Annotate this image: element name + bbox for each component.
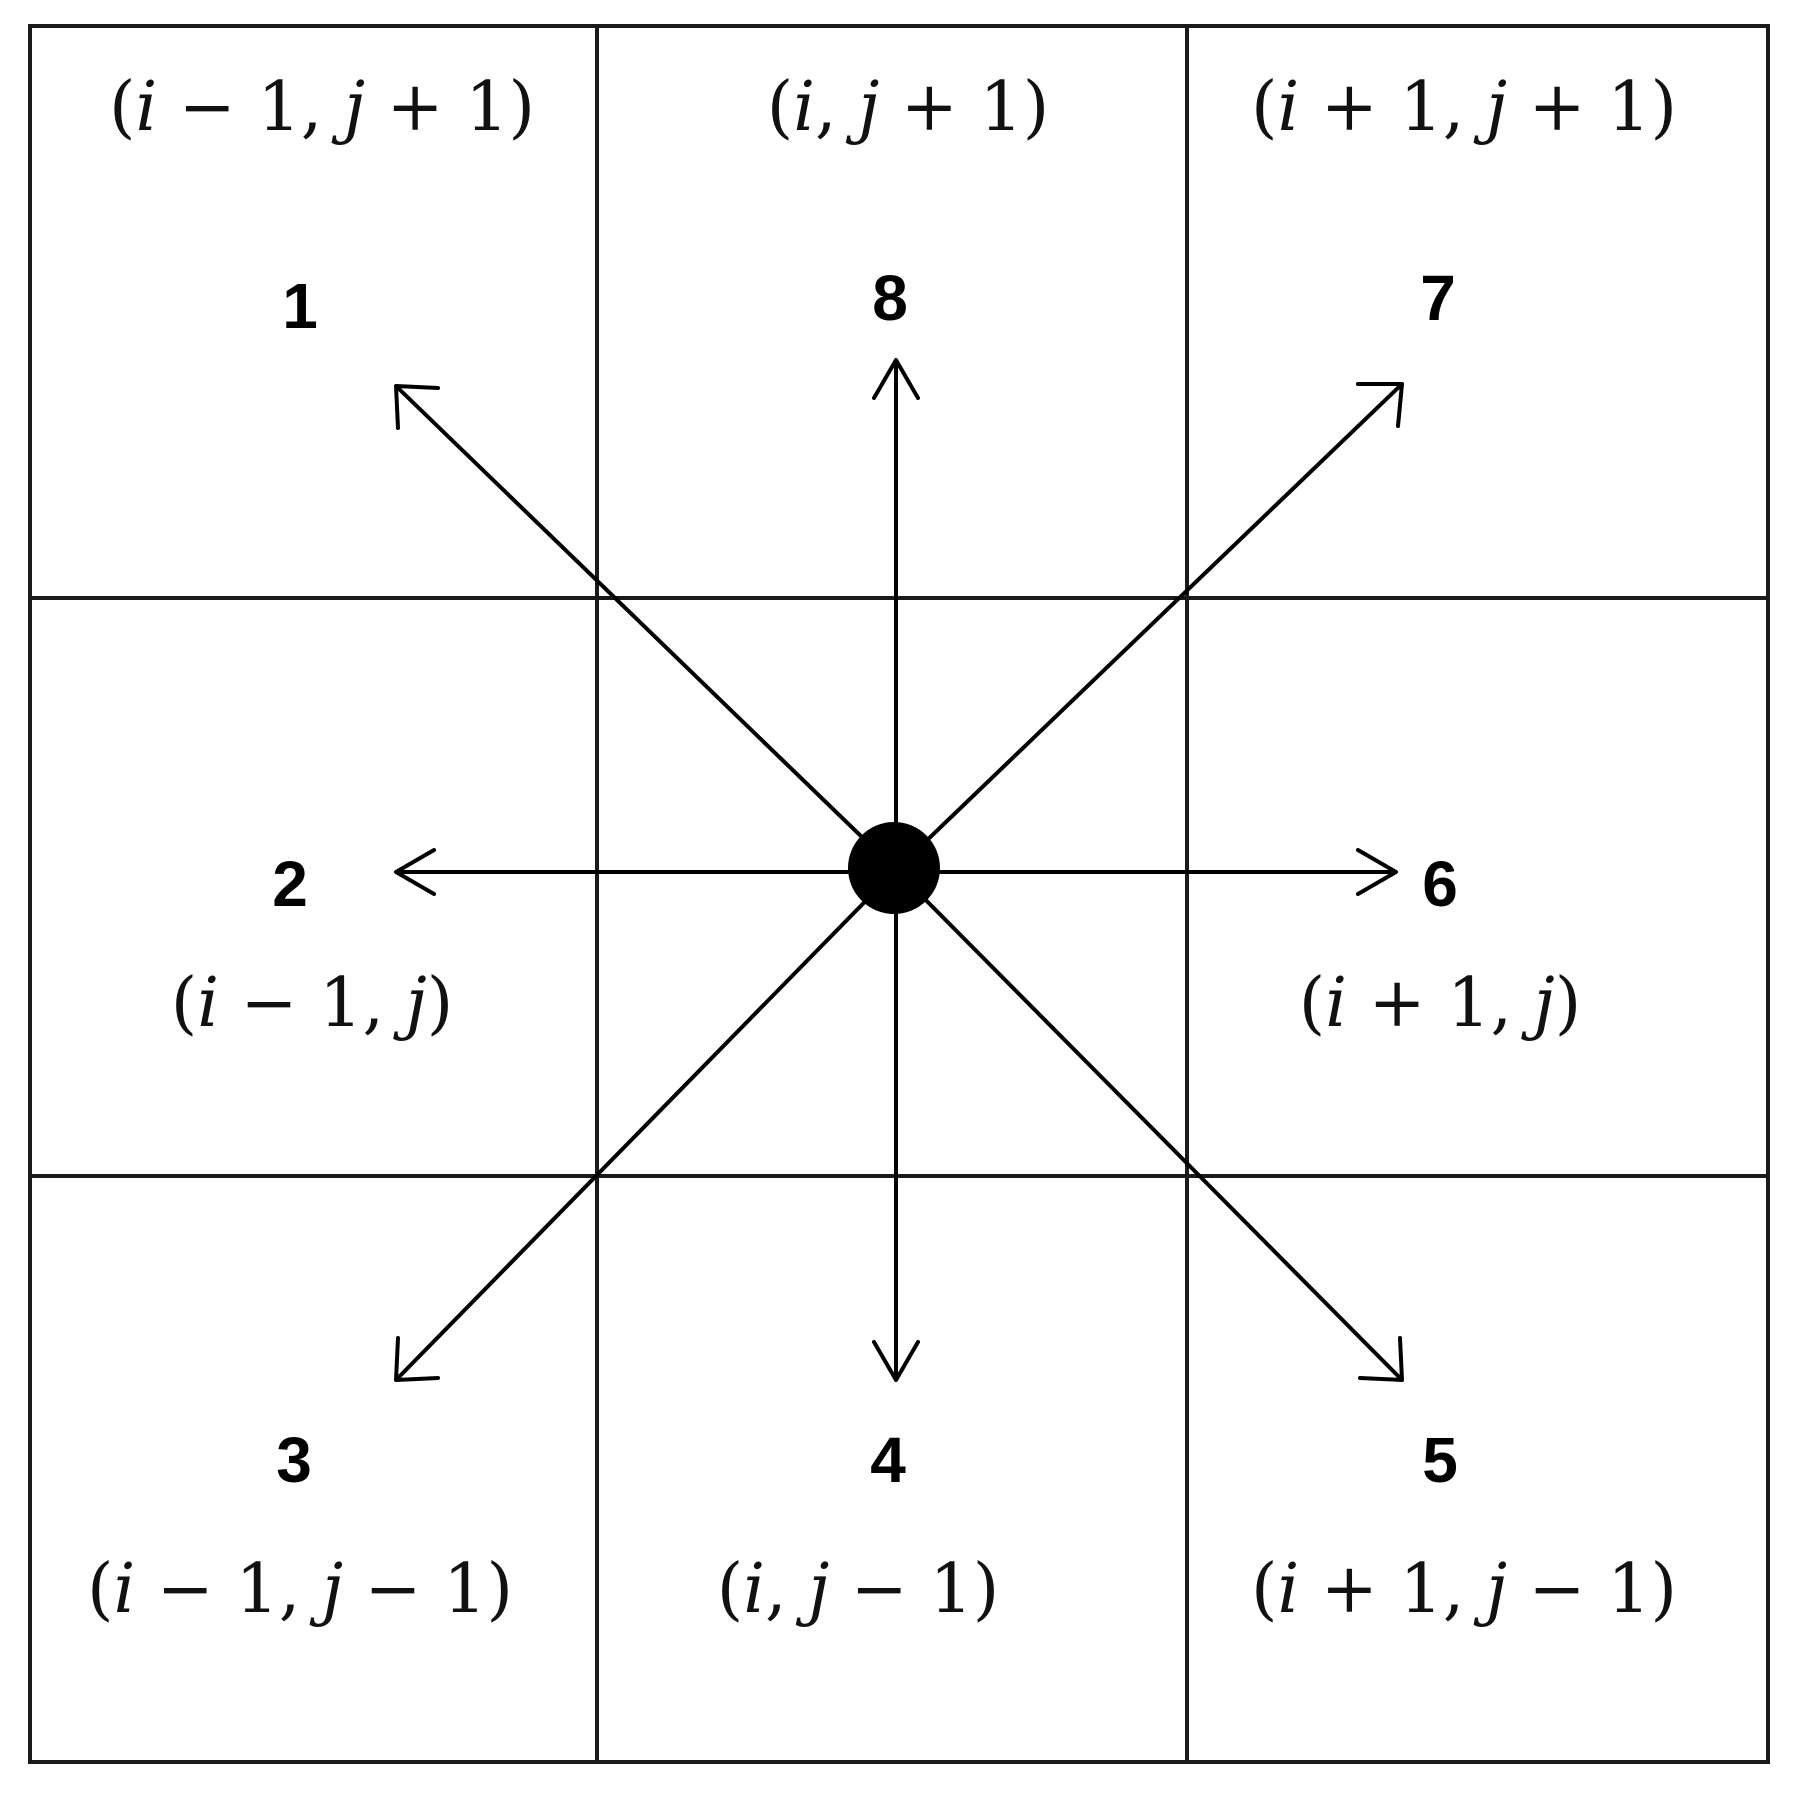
- direction-number-8: 8: [872, 262, 908, 334]
- coord-label-bottom-left: (i − 1, j − 1): [87, 1550, 513, 1629]
- coord-label-middle-left: (i − 1, j): [171, 964, 454, 1043]
- arrow-direction-8: [872, 358, 920, 870]
- coord-label-top-center: (i, j + 1): [767, 68, 1050, 147]
- grid: [28, 24, 1770, 1764]
- arrow-direction-5: [894, 868, 1404, 1382]
- center-node: [848, 822, 940, 914]
- arrow-direction-6: [896, 848, 1398, 896]
- grid-outer-border: [28, 24, 1770, 1764]
- direction-arrows: [394, 358, 1404, 1382]
- coord-label-top-right: (i + 1, j + 1): [1251, 68, 1677, 147]
- direction-number-4: 4: [870, 1424, 906, 1496]
- coord-label-bottom-center: (i, j − 1): [717, 1550, 1000, 1629]
- direction-number-2: 2: [272, 848, 308, 920]
- arrow-direction-3: [394, 868, 898, 1382]
- direction-number-7: 7: [1420, 262, 1456, 334]
- arrow-direction-1: [394, 384, 898, 872]
- coord-label-bottom-right: (i + 1, j − 1): [1251, 1550, 1677, 1629]
- arrow-direction-4: [872, 870, 920, 1382]
- direction-number-3: 3: [276, 1424, 312, 1496]
- arrow-direction-7: [894, 382, 1404, 872]
- direction-number-6: 6: [1422, 848, 1458, 920]
- coord-label-middle-right: (i + 1, j): [1299, 964, 1582, 1043]
- coord-label-top-left: (i − 1, j + 1): [109, 68, 535, 147]
- direction-number-1: 1: [282, 270, 318, 342]
- direction-number-5: 5: [1422, 1424, 1458, 1496]
- arrow-direction-2: [394, 848, 896, 896]
